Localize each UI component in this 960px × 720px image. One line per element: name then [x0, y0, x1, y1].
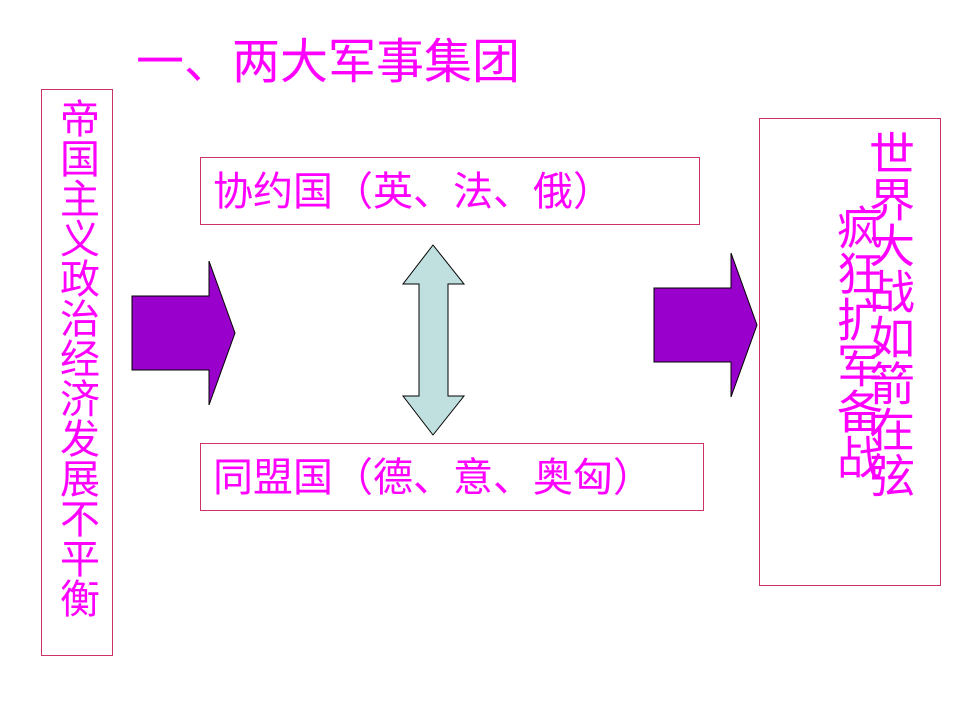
result-box [759, 118, 941, 586]
right-arrow-icon [131, 260, 236, 406]
page-title: 一、两大军事集团 [136, 34, 521, 90]
cause-box [41, 89, 113, 656]
entente-box: 协约国（英、法、俄） [200, 157, 700, 225]
entente-label: 协约国（英、法、俄） [213, 169, 613, 215]
up-down-arrow-icon [401, 244, 466, 436]
alliance-label: 同盟国（德、意、奥匈） [213, 455, 653, 501]
alliance-box: 同盟国（德、意、奥匈） [200, 443, 704, 511]
double-arrow-shape [401, 244, 466, 436]
result-text-war: 世界大战如箭在弦 [862, 130, 916, 498]
right-arrow-shape [653, 252, 758, 398]
result-text-arms-race: 疯狂扩军备战 [830, 204, 884, 480]
left-arrow-shape [131, 260, 236, 406]
right-arrow-icon [653, 252, 758, 398]
cause-text: 帝国主义政治经济发展不平衡 [53, 98, 99, 618]
